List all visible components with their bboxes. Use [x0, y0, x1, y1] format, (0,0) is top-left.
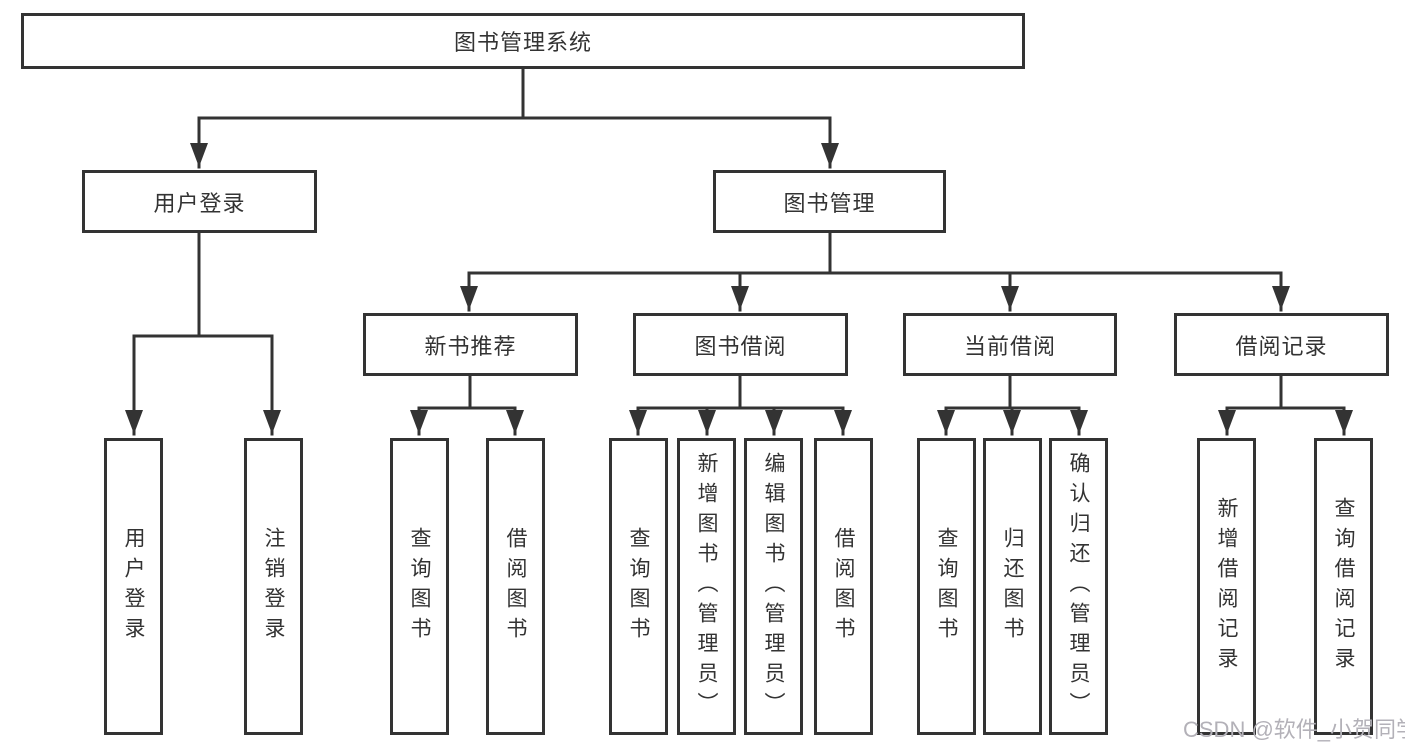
leaf-label: 查询图书: [935, 526, 958, 647]
node-label: 借阅记录: [1235, 333, 1328, 359]
leaf-label: 借阅图书: [504, 526, 527, 647]
leaf-logout: 注销登录: [244, 438, 303, 735]
leaf-label: 查询图书: [408, 526, 431, 647]
leaf-query-books-1: 查询图书: [390, 438, 449, 735]
leaf-query-books-3: 查询图书: [917, 438, 976, 735]
node-label: 当前借阅: [963, 333, 1056, 359]
node-book-management-system: 图书管理系统: [21, 13, 1025, 69]
leaf-return-books: 归还图书: [983, 438, 1042, 735]
leaf-query-borrow-record: 查询借阅记录: [1314, 438, 1373, 735]
leaf-label: 新增图书（管理员）: [695, 451, 718, 722]
leaf-add-borrow-record: 新增借阅记录: [1197, 438, 1256, 735]
node-current-borrowing: 当前借阅: [903, 313, 1117, 376]
leaf-edit-book-admin: 编辑图书（管理员）: [744, 438, 803, 735]
leaf-query-books-2: 查询图书: [609, 438, 668, 735]
leaf-label: 编辑图书（管理员）: [762, 451, 785, 722]
node-user-login: 用户登录: [82, 170, 317, 233]
node-label: 图书管理: [783, 190, 876, 216]
leaf-user-login: 用户登录: [104, 438, 163, 735]
node-label: 图书借阅: [694, 333, 787, 359]
leaf-label: 新增借阅记录: [1215, 496, 1238, 677]
leaf-label: 归还图书: [1001, 526, 1024, 647]
node-label: 图书管理系统: [453, 30, 592, 55]
leaf-add-book-admin: 新增图书（管理员）: [677, 438, 736, 735]
node-label: 用户登录: [153, 190, 246, 216]
leaf-label: 确认归还（管理员）: [1067, 451, 1090, 722]
leaf-label: 查询图书: [627, 526, 650, 647]
node-book-management: 图书管理: [713, 170, 946, 233]
node-label: 新书推荐: [424, 333, 517, 359]
node-borrowing-records: 借阅记录: [1174, 313, 1389, 376]
leaf-label: 借阅图书: [832, 526, 855, 647]
leaf-label: 注销登录: [262, 526, 285, 647]
leaf-borrow-books-2: 借阅图书: [814, 438, 873, 735]
leaf-label: 用户登录: [122, 526, 145, 647]
node-new-book-recommend: 新书推荐: [363, 313, 578, 376]
watermark-text: CSDN @软件_小贺同学: [1183, 717, 1405, 742]
leaf-confirm-return-admin: 确认归还（管理员）: [1049, 438, 1108, 735]
node-book-borrowing: 图书借阅: [633, 313, 848, 376]
leaf-label: 查询借阅记录: [1332, 496, 1355, 677]
leaf-borrow-books-1: 借阅图书: [486, 438, 545, 735]
